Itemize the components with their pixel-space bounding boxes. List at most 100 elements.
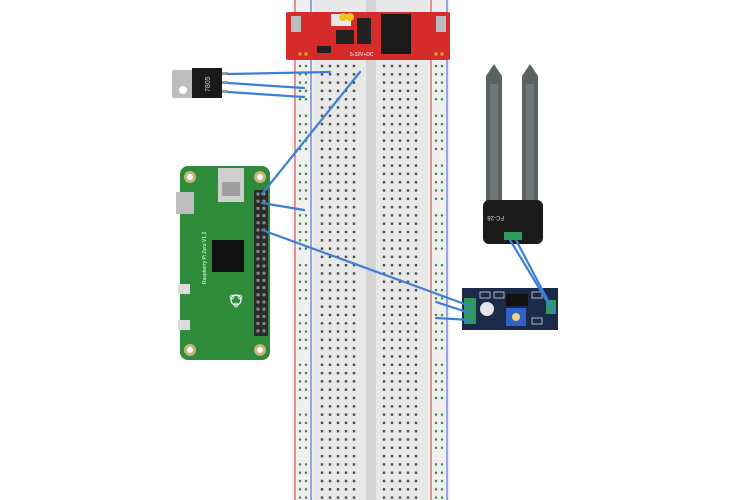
breadboard-hole (336, 264, 340, 267)
breadboard-hole (390, 380, 394, 383)
rail-hole (304, 189, 308, 192)
rail-hole (440, 289, 444, 292)
breadboard-hole (352, 139, 356, 142)
gpio-pin (256, 293, 260, 297)
rail-hole (298, 247, 302, 250)
rail-hole (440, 81, 444, 84)
breadboard-hole (406, 280, 410, 283)
rail-hole (304, 463, 308, 466)
breadboard-hole (414, 131, 418, 134)
breadboard-hole (398, 388, 402, 391)
breadboard-hole (414, 338, 418, 342)
gpio-header (254, 190, 268, 336)
breadboard-hole (382, 114, 386, 117)
rail-hole (440, 222, 444, 225)
breadboard-hole (344, 222, 348, 225)
sensor-led (480, 302, 494, 316)
rail-hole (440, 247, 444, 250)
breadboard-hole (406, 288, 410, 292)
gpio-pin (262, 257, 266, 261)
rail-hole (298, 172, 302, 175)
breadboard-hole (328, 247, 332, 250)
gpio-pin (262, 329, 266, 333)
rail-hole (304, 347, 308, 350)
breadboard-hole (390, 471, 394, 474)
rail-hole (434, 338, 438, 341)
rail-hole (304, 496, 308, 499)
breadboard-hole (336, 222, 340, 225)
breadboard-hole (328, 139, 332, 142)
rail-hole (298, 264, 302, 267)
breadboard-hole (382, 98, 386, 101)
rail-hole (434, 222, 438, 225)
breadboard-hole (406, 139, 410, 142)
breadboard-hole (398, 496, 402, 499)
breadboard-hole (398, 214, 402, 217)
breadboard-hole (414, 172, 418, 176)
rail-hole (304, 297, 308, 300)
breadboard-hole (406, 338, 410, 342)
breadboard-hole (336, 73, 340, 76)
breadboard-hole (328, 313, 332, 317)
breadboard-hole (414, 438, 418, 441)
rail-hole (298, 131, 302, 134)
gpio-pin (262, 300, 266, 304)
breadboard-hole (382, 156, 386, 159)
breadboard-hole (398, 122, 402, 126)
breadboard-hole (390, 496, 394, 499)
breadboard-hole (344, 81, 348, 84)
regulator-heatsink (172, 70, 194, 98)
breadboard-hole (414, 139, 418, 142)
breadboard-hole (382, 479, 386, 483)
rail-hole (298, 322, 302, 325)
breadboard-hole (414, 347, 418, 350)
rail-hole (434, 396, 438, 400)
breadboard-hole (390, 463, 394, 466)
breadboard-hole (406, 131, 410, 134)
breadboard-hole (406, 172, 410, 176)
breadboard-hole (414, 305, 418, 308)
rail-hole (434, 463, 438, 466)
breadboard-hole (414, 463, 418, 466)
breadboard-hole (382, 131, 386, 134)
rail-hole (298, 388, 302, 391)
breadboard-hole (382, 181, 386, 184)
breadboard-hole (320, 288, 324, 292)
breadboard-hole (352, 98, 356, 101)
breadboard (292, 0, 450, 500)
breadboard-hole (320, 322, 324, 325)
breadboard-hole (336, 305, 340, 308)
breadboard-hole (398, 396, 402, 400)
breadboard-hole (382, 197, 386, 200)
breadboard-hole (328, 264, 332, 267)
breadboard-hole (352, 413, 356, 416)
rail-hole (440, 421, 444, 424)
breadboard-hole (320, 413, 324, 416)
rail-hole (304, 222, 308, 225)
rail-hole (304, 430, 308, 433)
rail-hole (434, 239, 438, 242)
breadboard-hole (352, 255, 356, 259)
power-module-pins (298, 52, 444, 56)
gpio-pin (256, 314, 260, 318)
breadboard-hole (406, 214, 410, 217)
breadboard-hole (344, 421, 348, 425)
breadboard-hole (382, 330, 386, 333)
breadboard-hole (328, 189, 332, 192)
rail-hole (434, 479, 438, 483)
breadboard-hole (344, 355, 348, 358)
breadboard-hole (352, 205, 356, 209)
breadboard-hole (390, 264, 394, 267)
breadboard-hole (336, 197, 340, 200)
breadboard-hole (390, 172, 394, 176)
breadboard-hole (352, 421, 356, 425)
breadboard-hole (320, 438, 324, 441)
regulator-pin (222, 81, 228, 84)
rail-hole (304, 239, 308, 242)
breadboard-hole (406, 230, 410, 234)
breadboard-hole (328, 479, 332, 483)
breadboard-hole (382, 471, 386, 474)
breadboard-hole (328, 280, 332, 283)
breadboard-hole (406, 89, 410, 93)
breadboard-hole (398, 438, 402, 441)
